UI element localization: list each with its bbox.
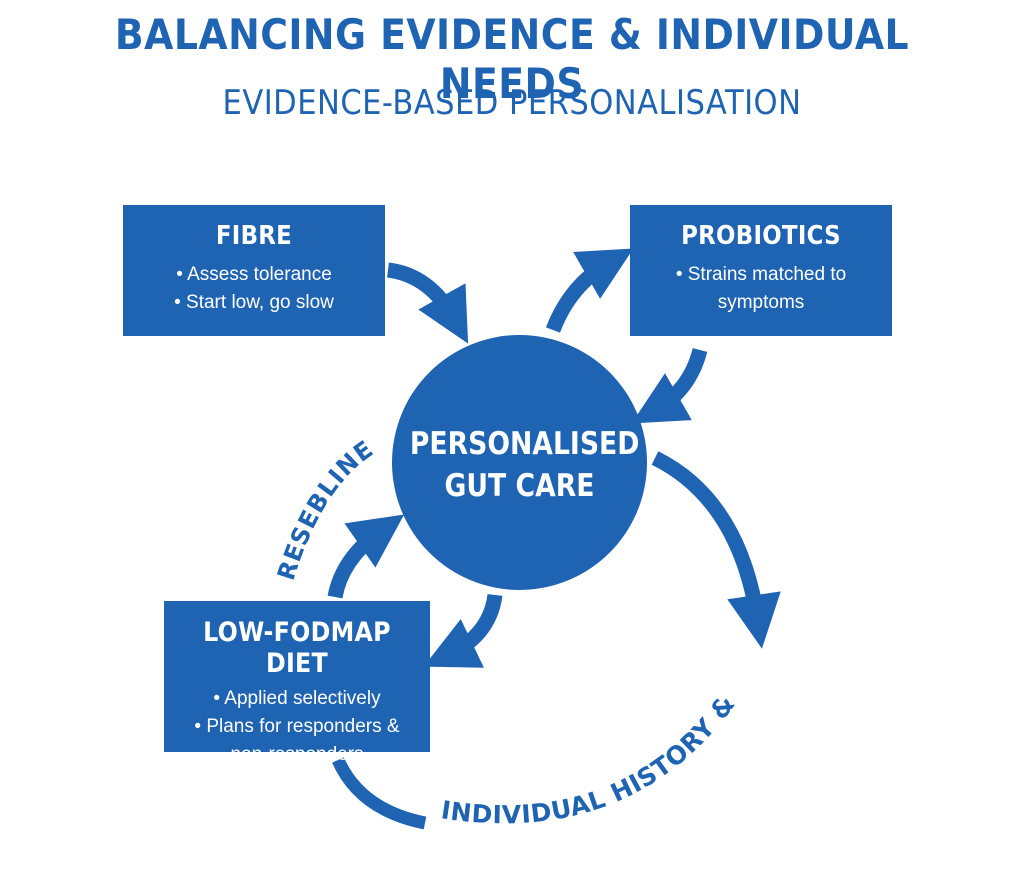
fodmap-item: • Plans for responders & — [194, 716, 400, 737]
probiotics-item: • Strains matched to — [675, 264, 847, 285]
arrow-fodmap-to-center — [327, 514, 405, 599]
probiotics-item: symptoms — [717, 292, 805, 313]
fodmap-item: non-responders — [230, 744, 364, 765]
arrow-probiotics-to-center — [631, 347, 708, 424]
center-label-line1: PERSONALISED — [409, 426, 640, 462]
fibre-box: FIBRE • Assess tolerance • Start low, go… — [123, 205, 385, 336]
probiotics-items: • Strains matched to symptoms — [630, 261, 892, 317]
probiotics-title: PROBIOTICS — [681, 221, 841, 251]
arrow-center-to-probiotics — [545, 248, 634, 333]
page-subtitle: EVIDENCE-BASED PERSONALISATION — [222, 83, 802, 123]
fodmap-box: LOW-FODMAP DIET • Applied selectively • … — [164, 601, 430, 765]
arc-bottom-left — [332, 757, 427, 830]
fibre-item: • Start low, go slow — [174, 292, 334, 313]
center-label-line2: GUT CARE — [444, 468, 595, 504]
fodmap-item: • Applied selectively — [213, 688, 381, 709]
arrow-fibre-to-center — [386, 262, 469, 344]
fibre-items: • Assess tolerance • Start low, go slow — [123, 261, 385, 317]
arrow-center-to-right-arc — [651, 451, 781, 649]
center-circle: PERSONALISED GUT CARE — [392, 335, 647, 590]
arrow-center-to-fodmap — [423, 593, 503, 668]
fodmap-title: LOW-FODMAP DIET — [203, 617, 391, 679]
page-title: BALANCING EVIDENCE & INDIVIDUAL NEEDS — [114, 10, 910, 108]
fibre-title: FIBRE — [215, 221, 293, 251]
probiotics-box: PROBIOTICS • Strains matched to symptoms — [630, 205, 892, 336]
fodmap-items: • Applied selectively • Plans for respon… — [164, 685, 430, 769]
center-label: PERSONALISED GUT CARE — [409, 423, 640, 507]
fibre-item: • Assess tolerance — [176, 264, 332, 285]
